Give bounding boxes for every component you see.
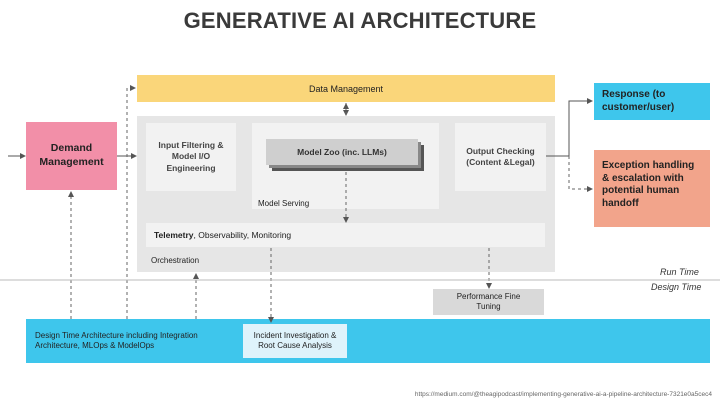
telemetry-label-rest: , Observability, Monitoring bbox=[193, 230, 292, 240]
diagram-title: GENERATIVE AI ARCHITECTURE bbox=[183, 8, 537, 33]
telemetry-label-bold: Telemetry bbox=[154, 230, 194, 240]
design-time-arch-label: Design Time Architecture including Integ… bbox=[35, 331, 198, 351]
model-serving-label: Model Serving bbox=[258, 199, 310, 208]
demand-management-box: Demand Management bbox=[26, 122, 117, 190]
incident-box: Incident Investigation & Root Cause Anal… bbox=[243, 324, 347, 358]
exception-box: Exception handling & escalation with pot… bbox=[594, 150, 710, 227]
response-box: Response (to customer/user) bbox=[594, 83, 710, 120]
source-url: https://medium.com/@theagipodcast/implem… bbox=[414, 391, 712, 398]
arrow-output-to-response bbox=[546, 98, 593, 157]
model-zoo-box: Model Zoo (inc. LLMs) bbox=[266, 139, 418, 165]
input-filtering-box: Input Filtering & Model I/O Engineering bbox=[146, 123, 236, 191]
design-time-label: Design Time bbox=[651, 282, 702, 292]
design-time-bar bbox=[26, 319, 710, 363]
data-management-box: Data Management bbox=[137, 75, 555, 102]
arrow-design-to-data bbox=[126, 85, 136, 319]
orchestration-label: Orchestration bbox=[151, 256, 200, 265]
performance-tuning-box: Performance Fine Tuning bbox=[433, 289, 544, 315]
run-time-label: Run Time bbox=[660, 267, 699, 277]
arrow-output-to-exception bbox=[568, 156, 593, 192]
telemetry-box: Telemetry, Observability, Monitoring bbox=[146, 223, 545, 247]
output-checking-box: Output Checking (Content &Legal) bbox=[455, 123, 546, 191]
